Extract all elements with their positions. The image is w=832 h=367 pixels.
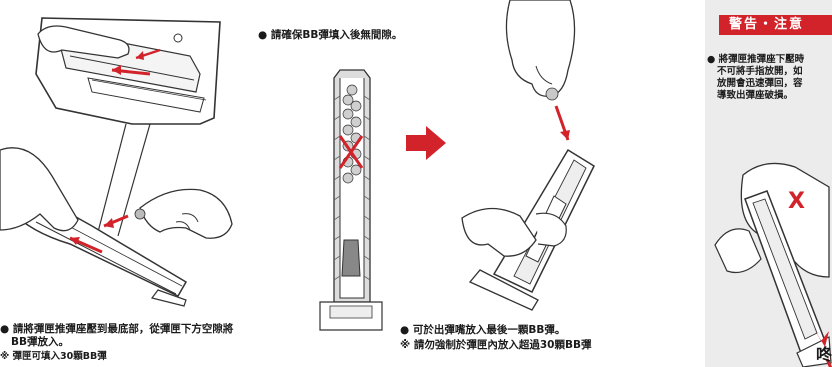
caption-push-follower-line2: BB彈放入。	[11, 336, 70, 348]
warning-text-line4: 導致出彈座破損。	[717, 90, 794, 101]
wrong-mark: X	[788, 189, 805, 214]
caption-push-follower-line1: ● 請將彈匣推彈座壓到最底部，從彈匣下方空隙將	[0, 323, 234, 335]
warning-illustration	[714, 162, 832, 367]
loading-hand-illustration	[0, 17, 233, 307]
warning-panel: 警告・注意 ● 將彈匣推彈座下壓時 不可將手指放開，如 放開會迅速彈回，容 導致…	[705, 0, 832, 367]
warning-text-line1: ● 將彈匣推彈座下壓時	[707, 54, 805, 65]
top-loading-illustration	[461, 0, 595, 311]
caption-last-bb: ● 可於出彈嘴放入最後一顆BB彈。	[400, 324, 566, 336]
warning-text-line3: 放開會迅速彈回，容	[717, 78, 803, 89]
caption-capacity-note: ※ 彈匣可填入30顆BB彈	[0, 351, 107, 362]
magazine-cross-section-illustration	[319, 69, 383, 331]
caption-fill-no-gap: ● 請確保BB彈填入後無間隙。	[258, 29, 403, 41]
right-arrow-icon	[406, 126, 446, 160]
sound-effect-label: 咚	[816, 345, 832, 364]
warning-text-line2: 不可將手指放開，如	[717, 66, 803, 77]
caption-overfill-warning: ※ 請勿強制於彈匣內放入超過30顆BB彈	[400, 339, 592, 351]
warning-banner: 警告・注意	[719, 15, 832, 35]
